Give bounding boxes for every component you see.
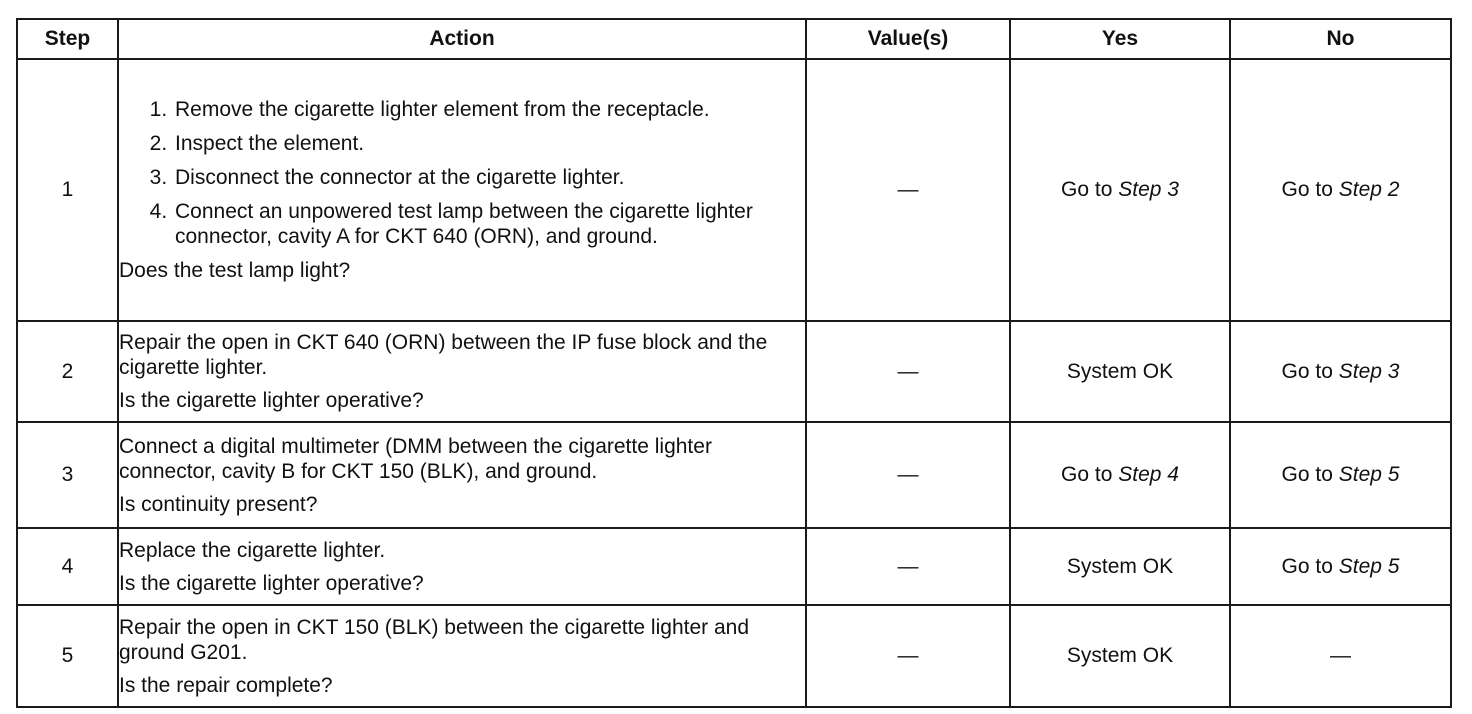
no-prefix: Go to xyxy=(1281,554,1333,578)
action-item: Remove the cigarette lighter element fro… xyxy=(173,97,805,122)
value-dash: — xyxy=(897,178,919,201)
table-row: 5 Repair the open in CKT 150 (BLK) betwe… xyxy=(16,604,1452,708)
header-yes: Yes xyxy=(1009,18,1231,60)
value-dash: — xyxy=(897,463,919,486)
action-cell: Replace the cigarette lighter. Is the ci… xyxy=(117,527,807,606)
question-text: Does the test lamp light? xyxy=(119,259,351,282)
no-cell: Go to Step 3 xyxy=(1229,320,1452,423)
no-step-ref: Step 2 xyxy=(1338,178,1400,201)
yes-step-ref: Step 3 xyxy=(1118,178,1179,201)
step-number: 2 xyxy=(16,320,119,423)
no-cell: Go to Step 5 xyxy=(1229,527,1452,606)
value-cell: — xyxy=(805,604,1011,708)
action-list: Remove the cigarette lighter element fro… xyxy=(119,97,805,249)
question-text: Is the cigarette lighter operative? xyxy=(119,571,424,595)
table-row: 1 Remove the cigarette lighter element f… xyxy=(16,58,1452,322)
value-cell: — xyxy=(805,320,1011,423)
header-action: Action xyxy=(117,18,807,60)
instruction-text: Repair the open in CKT 640 (ORN) between… xyxy=(119,331,768,379)
instruction-text: Replace the cigarette lighter. xyxy=(119,538,386,562)
header-step: Step xyxy=(16,18,119,60)
header-values: Value(s) xyxy=(805,18,1011,60)
no-step-ref: Step 5 xyxy=(1338,554,1400,578)
action-cell: Repair the open in CKT 640 (ORN) between… xyxy=(117,320,807,423)
no-prefix: Go to xyxy=(1281,463,1333,486)
action-cell: Remove the cigarette lighter element fro… xyxy=(117,58,807,322)
yes-prefix: System OK xyxy=(1066,644,1174,667)
action-item: Inspect the element. xyxy=(173,131,805,156)
yes-cell: System OK xyxy=(1009,604,1231,708)
value-cell: — xyxy=(805,58,1011,322)
step-number: 5 xyxy=(16,604,119,708)
yes-prefix: Go to xyxy=(1061,463,1113,486)
yes-cell: Go to Step 3 xyxy=(1009,58,1231,322)
yes-cell: System OK xyxy=(1009,320,1231,423)
value-cell: — xyxy=(805,527,1011,606)
value-dash: — xyxy=(897,554,919,578)
step-number: 3 xyxy=(16,421,119,529)
question-text: Is the repair complete? xyxy=(119,673,333,697)
no-prefix: Go to xyxy=(1281,178,1333,201)
yes-step-ref: Step 4 xyxy=(1118,463,1179,486)
step-number: 4 xyxy=(16,527,119,606)
no-prefix: — xyxy=(1330,644,1351,667)
value-cell: — xyxy=(805,421,1011,529)
action-cell: Repair the open in CKT 150 (BLK) between… xyxy=(117,604,807,708)
header-row: Step Action Value(s) Yes No xyxy=(16,18,1452,60)
no-step-ref: Step 5 xyxy=(1338,463,1400,486)
action-cell: Connect a digital multimeter (DMM betwee… xyxy=(117,421,807,529)
header-no: No xyxy=(1229,18,1452,60)
no-cell: Go to Step 2 xyxy=(1229,58,1452,322)
no-cell: — xyxy=(1229,604,1452,708)
table-row: 2 Repair the open in CKT 640 (ORN) betwe… xyxy=(16,320,1452,423)
table-row: 4 Replace the cigarette lighter. Is the … xyxy=(16,527,1452,606)
value-dash: — xyxy=(897,644,919,667)
instruction-text: Repair the open in CKT 150 (BLK) between… xyxy=(119,615,749,664)
no-prefix: Go to xyxy=(1281,359,1333,383)
question-text: Is the cigarette lighter operative? xyxy=(119,389,424,412)
table-row: 3 Connect a digital multimeter (DMM betw… xyxy=(16,421,1452,529)
step-number: 1 xyxy=(16,58,119,322)
yes-prefix: System OK xyxy=(1066,554,1174,578)
yes-prefix: System OK xyxy=(1066,359,1174,383)
action-item: Connect an unpowered test lamp between t… xyxy=(173,199,805,249)
yes-prefix: Go to xyxy=(1061,178,1113,201)
action-item: Disconnect the connector at the cigarett… xyxy=(173,165,805,190)
yes-cell: System OK xyxy=(1009,527,1231,606)
no-step-ref: Step 3 xyxy=(1338,359,1400,383)
instruction-text: Connect a digital multimeter (DMM betwee… xyxy=(119,434,712,483)
no-cell: Go to Step 5 xyxy=(1229,421,1452,529)
yes-cell: Go to Step 4 xyxy=(1009,421,1231,529)
diagnostic-table: Step Action Value(s) Yes No 1 Remove the… xyxy=(16,18,1452,708)
value-dash: — xyxy=(897,359,919,383)
question-text: Is continuity present? xyxy=(119,492,318,516)
